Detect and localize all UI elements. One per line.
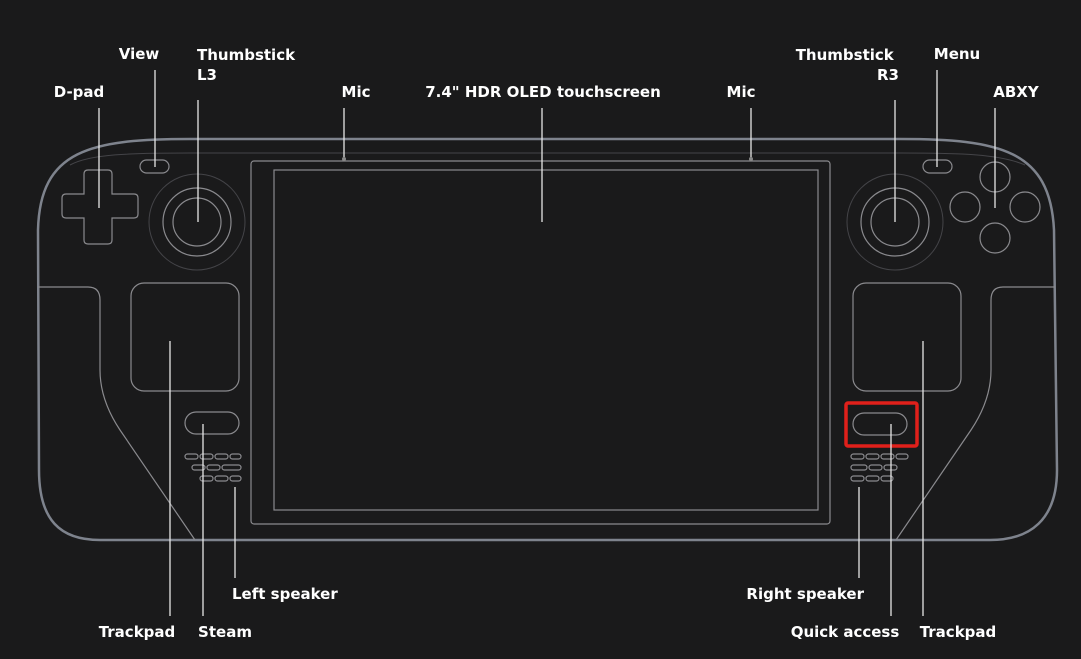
device-outline xyxy=(36,137,1059,542)
label-steam: Steam xyxy=(198,623,252,641)
label-quick-access: Quick access xyxy=(791,623,900,641)
b-button[interactable] xyxy=(1009,191,1041,223)
dpad[interactable] xyxy=(61,169,139,245)
label-trackpad-left: Trackpad xyxy=(99,623,176,641)
left-speaker-grill xyxy=(184,453,242,482)
label-mic-left: Mic xyxy=(342,83,371,101)
left-trackpad[interactable] xyxy=(130,282,240,392)
quick-access-highlight xyxy=(844,401,919,448)
a-button[interactable] xyxy=(979,222,1011,254)
label-abxy: ABXY xyxy=(993,83,1040,101)
label-right-speaker: Right speaker xyxy=(746,585,864,603)
touchscreen[interactable] xyxy=(273,169,819,511)
right-speaker-grill xyxy=(850,453,909,482)
label-left-speaker: Left speaker xyxy=(232,585,338,603)
label-touchscreen: 7.4" HDR OLED touchscreen xyxy=(425,83,661,101)
left-thumbstick[interactable] xyxy=(148,173,246,271)
screen-bezel xyxy=(250,160,831,525)
quick-access-button[interactable] xyxy=(852,412,908,436)
leader-lines xyxy=(98,70,996,616)
label-dpad: D-pad xyxy=(54,83,105,101)
label-thumbstick-l3: Thumbstick L3 xyxy=(197,46,300,84)
mic-left xyxy=(342,157,346,161)
label-trackpad-right: Trackpad xyxy=(920,623,997,641)
label-menu: Menu xyxy=(934,45,980,63)
right-trackpad[interactable] xyxy=(852,282,962,392)
steam-button[interactable] xyxy=(184,411,240,435)
label-mic-right: Mic xyxy=(727,83,756,101)
mic-right xyxy=(749,157,753,161)
label-thumbstick-r3: Thumbstick R3 xyxy=(796,46,899,84)
label-view: View xyxy=(119,45,160,63)
x-button[interactable] xyxy=(949,191,981,223)
